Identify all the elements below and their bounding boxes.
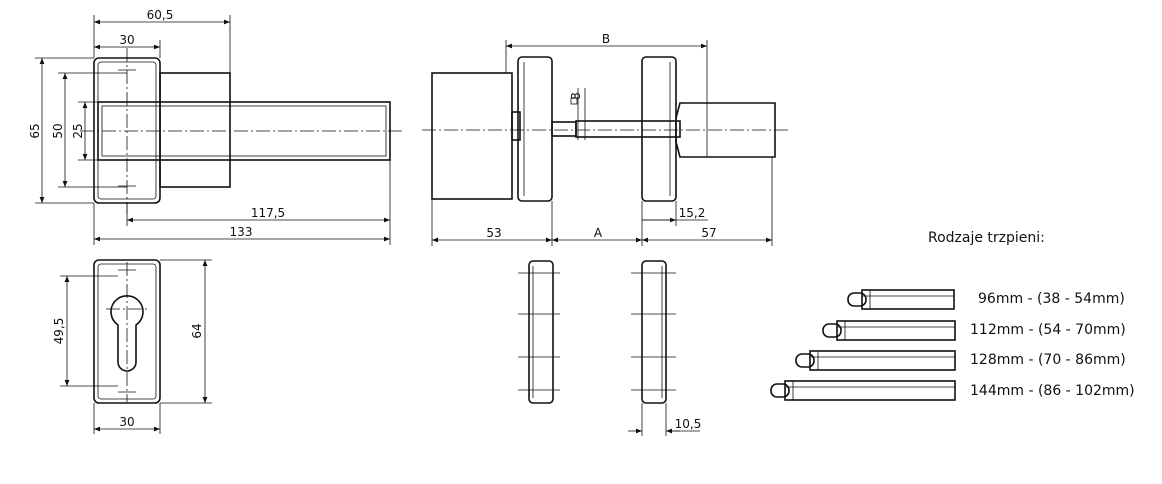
dim-B: B [602, 32, 610, 46]
side-view: B 8 53 A 57 15,2 [422, 32, 790, 246]
spindle-legend: Rodzaje trzpieni: 96mm - (38 - 54mm) 112… [770, 230, 1135, 401]
dim-A: A [594, 226, 603, 240]
dim-15-2: 15,2 [679, 206, 706, 220]
dim-30-top: 30 [119, 33, 134, 47]
spindle-icon-128 [795, 350, 956, 371]
dim-57: 57 [701, 226, 716, 240]
dim-25: 25 [71, 123, 85, 138]
spindle-icon-144 [770, 380, 956, 401]
spindle-item-128-label: 128mm - (70 - 86mm) [970, 352, 1126, 368]
dim-64: 64 [190, 323, 204, 338]
rose-profiles: 10,5 [518, 260, 702, 436]
front-view: 60,5 30 65 50 25 117,5 133 [28, 8, 404, 245]
escutcheon-view: 49,5 64 30 [52, 259, 212, 434]
dim-117-5: 117,5 [251, 206, 285, 220]
dim-10-5: 10,5 [675, 417, 702, 431]
dim-50: 50 [51, 123, 65, 138]
dim-49-5: 49,5 [52, 318, 66, 345]
dim-133: 133 [230, 225, 253, 239]
spindle-item-144-label: 144mm - (86 - 102mm) [970, 383, 1135, 399]
spindle-icon-112 [822, 320, 956, 341]
dim-53: 53 [486, 226, 501, 240]
dim-30-bottom: 30 [119, 415, 134, 429]
dim-65: 65 [28, 123, 42, 138]
dim-8: 8 [569, 92, 583, 100]
spindle-item-96-label: 96mm - (38 - 54mm) [978, 291, 1125, 307]
dim-60-5: 60,5 [147, 8, 174, 22]
spindle-legend-title: Rodzaje trzpieni: [928, 230, 1045, 246]
spindle-item-112-label: 112mm - (54 - 70mm) [970, 322, 1126, 338]
spindle-icon-96 [847, 289, 955, 310]
